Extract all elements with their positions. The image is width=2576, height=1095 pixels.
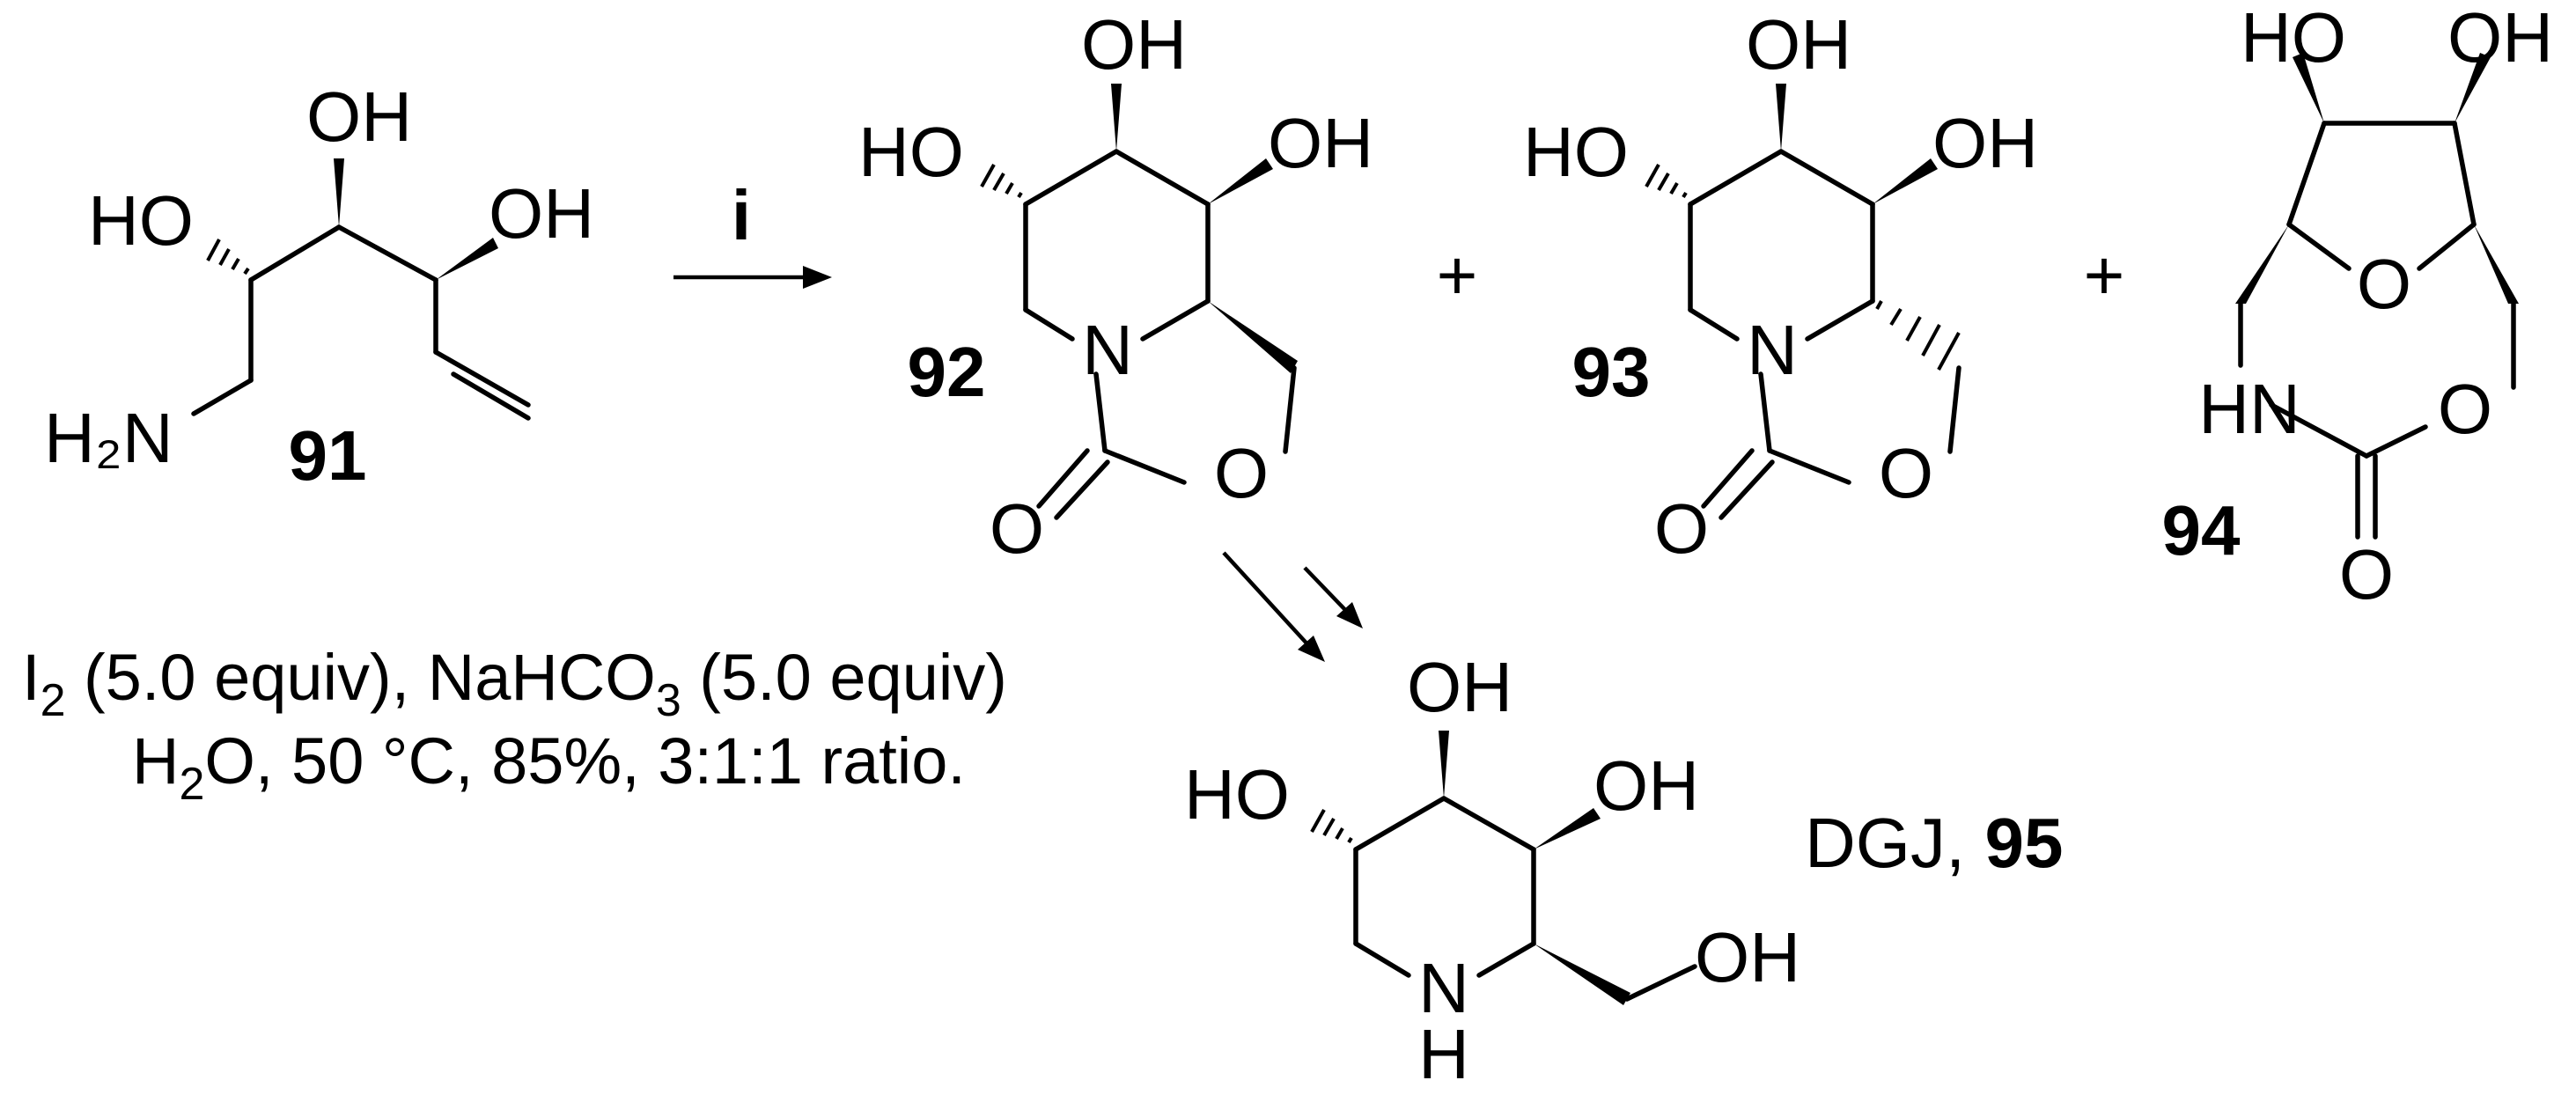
conditions-line-2: H2O, 50 °C, 85%, 3:1:1 ratio. [132, 724, 966, 810]
hn-label: HN [2198, 370, 2300, 448]
ho-label: HO [88, 181, 194, 260]
oxygen-label: O [1879, 434, 1933, 512]
hashed-bond [1875, 300, 1961, 371]
subscript: 2 [179, 759, 204, 810]
ho-label: HO [1523, 113, 1629, 191]
h2n-label: H₂N [44, 399, 173, 477]
oxygen-label: O [1214, 434, 1269, 512]
ho-label: HO [858, 113, 964, 191]
oh-label: OH [1746, 5, 1851, 84]
compound-92: OH HO OH N O O 92 [858, 5, 1373, 568]
compound-number-95: 95 [1984, 804, 2063, 882]
compound-95: OH HO OH OH N H DGJ, 95 [1184, 648, 2063, 1093]
oxygen-label: O [990, 489, 1044, 568]
hydrogen-label: H [1418, 1015, 1469, 1093]
nitrogen-label: N [1418, 949, 1469, 1027]
compound-94: HO OH O HN O O 94 [2162, 0, 2553, 614]
hashed-bond [980, 164, 1023, 199]
oxygen-label: O [2357, 245, 2411, 323]
oxygen-label: O [2339, 535, 2394, 614]
oh-label: OH [1407, 648, 1512, 726]
compound-name-95: DGJ, 95 [1805, 804, 2063, 882]
compound-number-94: 94 [2162, 491, 2241, 570]
compound-91: OH HO OH H₂N 91 [44, 77, 594, 495]
plus-sign: + [2084, 236, 2125, 314]
hydrogen-symbol: H [132, 724, 179, 797]
plus-sign: + [1437, 236, 1478, 314]
reaction-conditions: I2 (5.0 equiv), NaHCO3 (5.0 equiv) H2O, … [22, 641, 1007, 810]
oh-label: OH [1268, 104, 1373, 182]
conditions-text: (5.0 equiv) [681, 641, 1007, 714]
hashed-bond [1645, 164, 1688, 199]
oh-label: OH [2447, 0, 2553, 77]
oh-label: OH [489, 174, 594, 253]
reaction-arrow: i [673, 176, 832, 289]
hashed-bond [1310, 809, 1353, 844]
compound-number-91: 91 [289, 416, 367, 495]
conditions-line-1: I2 (5.0 equiv), NaHCO3 (5.0 equiv) [22, 641, 1007, 726]
compound-number-93: 93 [1572, 333, 1651, 411]
ho-label: HO [1184, 755, 1290, 834]
subscript: 2 [40, 675, 66, 726]
oh-label: OH [1593, 746, 1699, 825]
oxygen-label: O [1654, 489, 1709, 568]
ho-label: HO [2241, 0, 2346, 77]
hashed-bond [206, 239, 250, 276]
multistep-arrow [1222, 551, 1363, 662]
oxygen-label: O [2438, 370, 2492, 448]
oh-label: OH [1081, 5, 1187, 84]
dgj-name: DGJ, [1805, 804, 1984, 882]
nitrogen-label: N [1082, 311, 1133, 389]
reagent-label: i [732, 176, 751, 254]
oh-label: OH [1695, 918, 1800, 996]
compound-number-92: 92 [908, 333, 986, 411]
subscript: 3 [656, 675, 681, 726]
compound-93: OH HO OH N O O 93 [1523, 5, 2038, 568]
oh-label: OH [1932, 104, 2038, 182]
oh-label: OH [306, 77, 412, 156]
conditions-text: (5.0 equiv), NaHCO [65, 641, 655, 714]
nitrogen-label: N [1747, 311, 1798, 389]
conditions-text: O, 50 °C, 85%, 3:1:1 ratio. [204, 724, 966, 797]
iodine-symbol: I [22, 641, 40, 714]
